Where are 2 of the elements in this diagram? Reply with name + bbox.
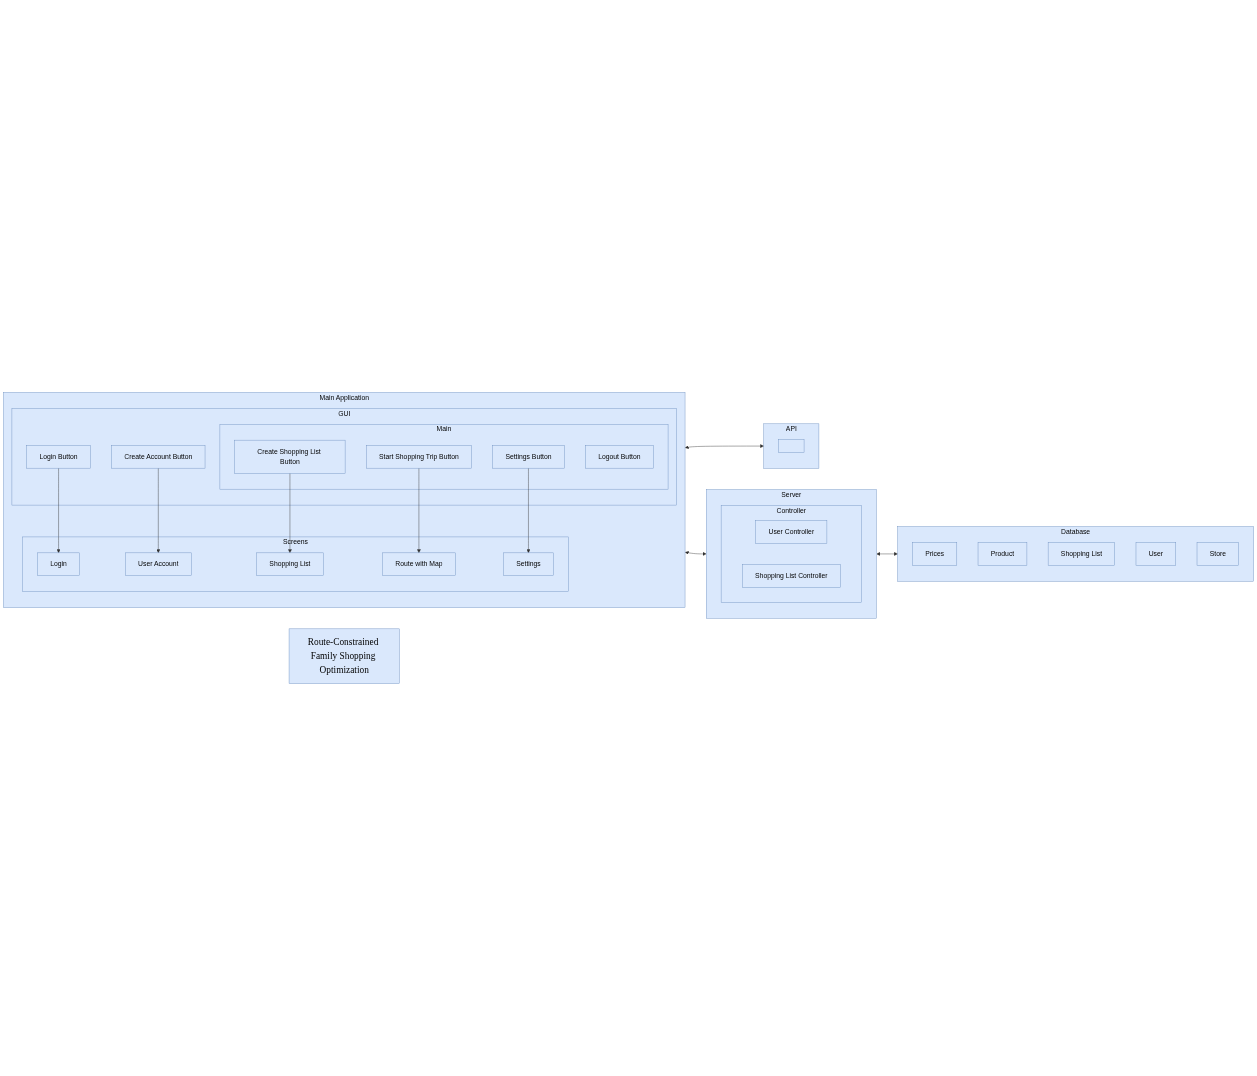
node-box bbox=[778, 439, 805, 453]
node-box: Route-Constrained Family Shopping Optimization bbox=[288, 628, 400, 684]
